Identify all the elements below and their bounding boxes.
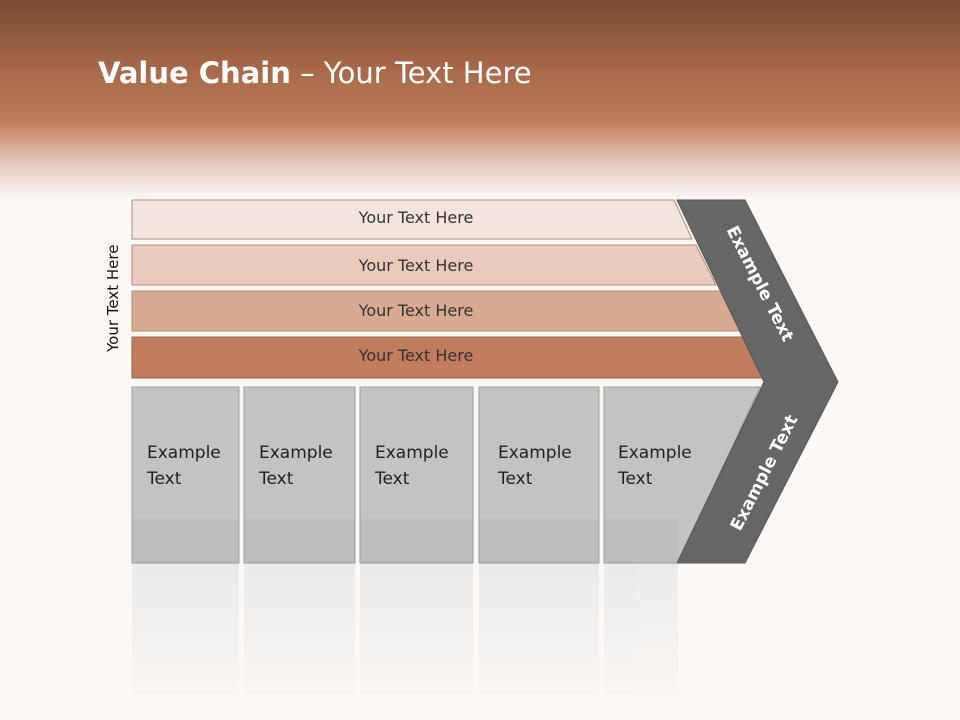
page-title: Value Chain – Your Text Here bbox=[98, 56, 532, 90]
box-1-text: Example Text bbox=[147, 440, 247, 492]
box-3-line2: Text bbox=[375, 469, 410, 489]
box-5-text: Example Text bbox=[618, 440, 718, 492]
box-1-shape[interactable] bbox=[131, 386, 240, 564]
box-4-text: Example Text bbox=[498, 440, 598, 492]
box-5-line2: Text bbox=[618, 469, 653, 489]
chevron-shape[interactable] bbox=[676, 199, 839, 564]
box-2-shape[interactable] bbox=[243, 386, 356, 564]
title-rest: – Your Text Here bbox=[290, 56, 532, 90]
box-2-line2: Text bbox=[259, 469, 294, 489]
reflection-fade bbox=[0, 565, 960, 720]
bar-1-label: Your Text Here bbox=[358, 208, 474, 227]
box-4-shape[interactable] bbox=[478, 386, 600, 564]
box-3-shape[interactable] bbox=[359, 386, 474, 564]
box-4-line1: Example bbox=[498, 443, 572, 463]
bar-4-label: Your Text Here bbox=[358, 346, 474, 365]
box-2-text: Example Text bbox=[259, 440, 359, 492]
title-bold: Value Chain bbox=[98, 56, 291, 90]
box-5-line1: Example bbox=[618, 443, 692, 463]
box-1-line2: Text bbox=[147, 469, 182, 489]
box-3-text: Example Text bbox=[375, 440, 475, 492]
header-band bbox=[0, 0, 960, 200]
bar-2-label: Your Text Here bbox=[358, 256, 474, 275]
bar-1-shape[interactable] bbox=[131, 199, 693, 240]
bar-2-shape[interactable] bbox=[131, 244, 717, 286]
box-3-line1: Example bbox=[375, 443, 449, 463]
bar-3-label: Your Text Here bbox=[358, 301, 474, 320]
box-4-line2: Text bbox=[498, 469, 533, 489]
box-1-line1: Example bbox=[147, 443, 221, 463]
box-2-line1: Example bbox=[259, 443, 333, 463]
